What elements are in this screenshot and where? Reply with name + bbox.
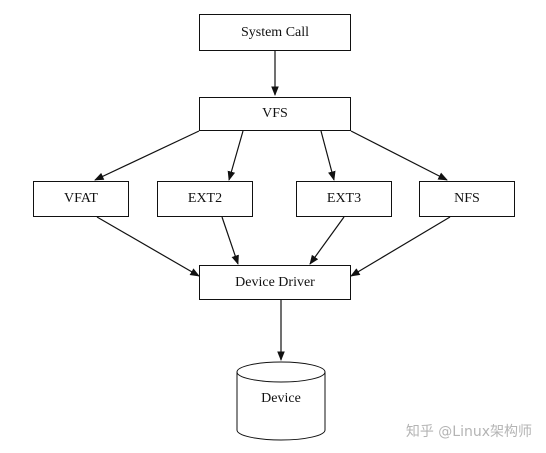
vfat-node: VFAT <box>33 181 129 217</box>
ext3-node: EXT3 <box>296 181 392 217</box>
arrow-ext2-to-device-driver <box>221 216 239 265</box>
arrow-nfs-to-device-driver <box>350 216 451 277</box>
vfat-label: VFAT <box>64 191 98 206</box>
arrow-ext3-to-device-driver <box>309 216 345 265</box>
device-cylinder <box>236 361 326 441</box>
system-call-label: System Call <box>240 24 310 40</box>
nfs-label: NFS <box>454 191 480 206</box>
ext2-node: EXT2 <box>157 181 253 217</box>
arrow-vfs-to-vfat <box>94 130 200 181</box>
watermark-text: 知乎 @Linux架构师 <box>405 424 532 440</box>
nfs-node: NFS <box>419 181 515 217</box>
system-call-node: System Call <box>199 14 351 51</box>
arrow-vfat-to-device-driver <box>96 216 200 277</box>
vfs-label: VFS <box>262 106 288 121</box>
ext2-label: EXT2 <box>187 191 223 206</box>
arrow-vfs-to-nfs <box>350 130 448 181</box>
vfs-node: VFS <box>199 97 351 131</box>
device-driver-label: Device Driver <box>235 274 315 290</box>
arrow-vfs-to-ext3 <box>320 130 336 181</box>
device-cylinder-body <box>236 372 326 441</box>
ext3-label: EXT3 <box>326 191 362 206</box>
device-label: Device <box>261 391 301 406</box>
device-cylinder-top <box>236 361 326 383</box>
device-driver-node: Device Driver <box>199 265 351 300</box>
arrow-vfs-to-ext2 <box>227 130 244 181</box>
